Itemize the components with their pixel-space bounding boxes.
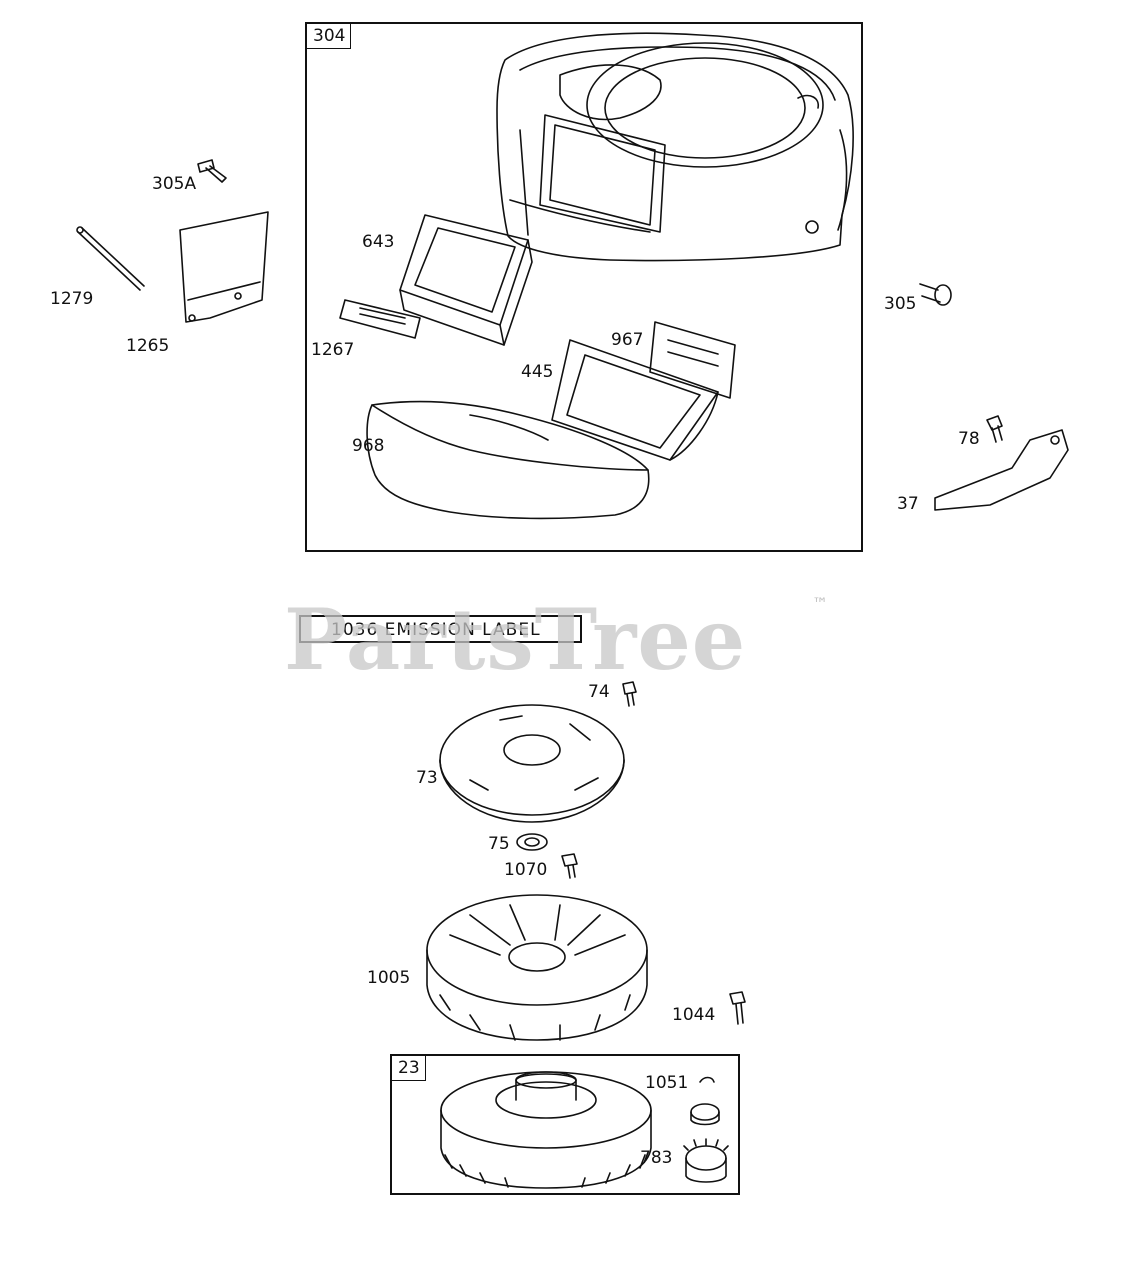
callout-37[interactable]: 37 [897, 494, 919, 514]
callout-445[interactable]: 445 [521, 362, 554, 382]
callout-968[interactable]: 968 [352, 436, 385, 456]
panel-445-drawing [551, 339, 719, 461]
flywheel-1005-drawing [426, 894, 648, 1041]
bolt-305a-drawing [197, 159, 227, 183]
bolt-1044-drawing [729, 991, 746, 1025]
trademark-symbol: ™ [812, 594, 828, 613]
callout-75[interactable]: 75 [488, 834, 510, 854]
washer-75-drawing [516, 833, 548, 851]
gear-783-drawing [683, 1103, 729, 1183]
parts-tree-watermark: PartsTree [284, 590, 747, 689]
callout-1044[interactable]: 1044 [672, 1005, 716, 1025]
screen-73-drawing [439, 704, 625, 823]
callout-305[interactable]: 305 [884, 294, 917, 314]
callout-1279[interactable]: 1279 [50, 289, 94, 309]
duct-643-drawing [399, 214, 533, 346]
bolt-1070-drawing [561, 853, 578, 879]
bolt-78-drawing [986, 415, 1003, 443]
bolt-305-drawing [919, 283, 952, 306]
screw-74-drawing [622, 681, 637, 707]
callout-1265[interactable]: 1265 [126, 336, 170, 356]
callout-1051[interactable]: 1051 [645, 1073, 689, 1093]
callout-74[interactable]: 74 [588, 682, 610, 702]
callout-643[interactable]: 643 [362, 232, 395, 252]
decal-967-drawing [649, 321, 736, 399]
group-tag-304[interactable]: 304 [306, 23, 352, 49]
callout-1005[interactable]: 1005 [367, 968, 411, 988]
callout-78[interactable]: 78 [958, 429, 980, 449]
group-frame-23 [390, 1054, 740, 1195]
key-1051-drawing [699, 1076, 715, 1083]
clip-1267-drawing [339, 299, 421, 339]
emission-label-callout[interactable]: 1036 EMISSION LABEL [299, 615, 582, 643]
flywheel-23-drawing [440, 1071, 652, 1189]
group-frame-304 [305, 22, 863, 552]
cover-968-drawing [366, 400, 650, 520]
bracket-37-drawing [934, 429, 1069, 511]
group-tag-23[interactable]: 23 [391, 1055, 426, 1081]
callout-73[interactable]: 73 [416, 768, 438, 788]
callout-305a[interactable]: 305A [152, 174, 197, 194]
callout-967[interactable]: 967 [611, 330, 644, 350]
rod-1279-drawing [77, 227, 145, 291]
callout-783[interactable]: 783 [640, 1148, 673, 1168]
blower-housing-drawing [496, 32, 854, 262]
plate-1265-drawing [179, 211, 269, 323]
callout-1267[interactable]: 1267 [311, 340, 355, 360]
callout-1070[interactable]: 1070 [504, 860, 548, 880]
